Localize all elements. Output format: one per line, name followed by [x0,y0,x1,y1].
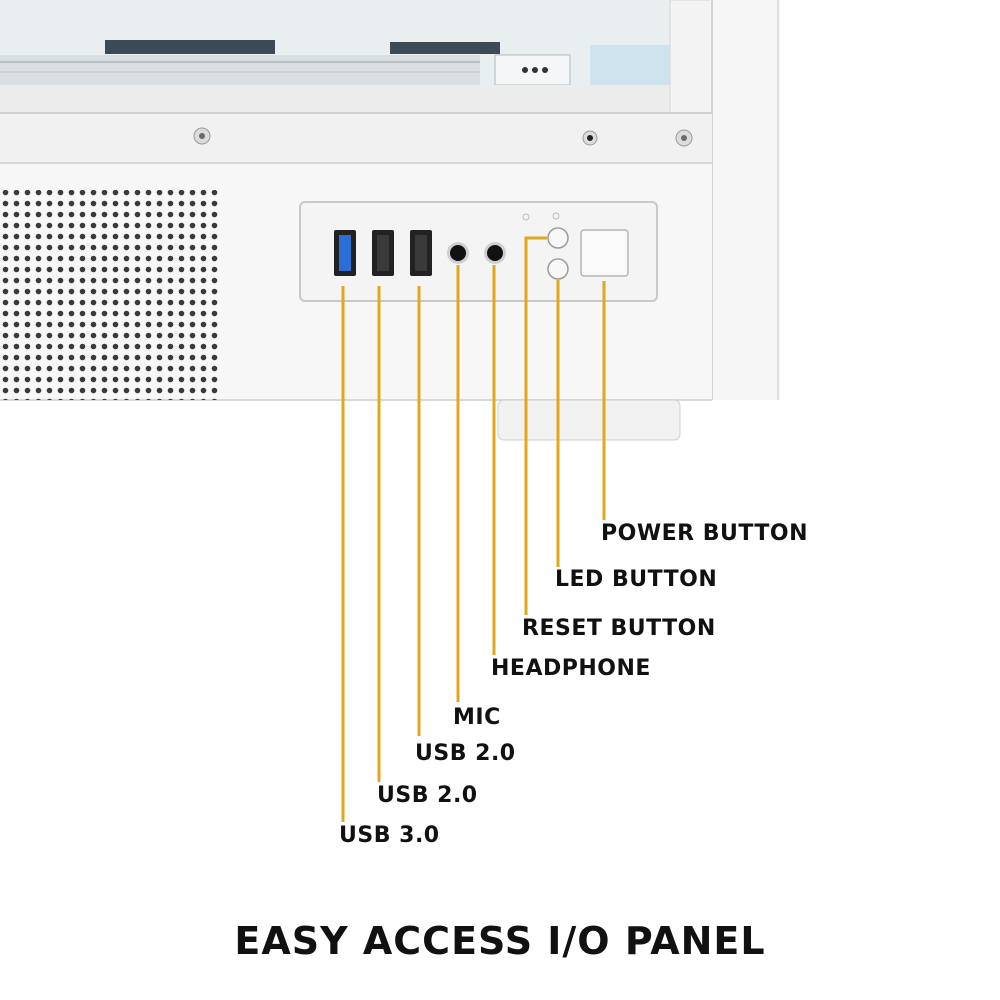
power-button-hardware [580,229,629,277]
ventilation-mesh [0,190,222,400]
led-button-hardware [547,258,569,280]
callout-label-usb2-a: USB 2.0 [377,783,478,808]
page-title: EASY ACCESS I/O PANEL [234,919,766,963]
usb3-port [334,230,356,276]
io-panel [299,201,658,302]
callout-label-mic: MIC [453,705,501,730]
usb2-port [410,230,432,276]
callout-label-headphone: HEADPHONE [491,656,651,681]
callout-label-led: LED BUTTON [555,567,718,592]
callout-lines [341,236,606,822]
callout-line-reset [524,236,547,615]
screw-icon [582,130,598,146]
callout-label-reset: RESET BUTTON [522,616,716,641]
case-upper-interior [0,0,710,115]
callout-label-power: POWER BUTTON [601,521,808,546]
headphone-jack [484,242,506,264]
mic-jack [447,242,469,264]
top-rail [0,112,712,164]
callout-label-usb3: USB 3.0 [339,823,440,848]
usb2-port [372,230,394,276]
reset-button-hardware [547,227,569,249]
screw-icon [675,129,693,147]
screw-icon [193,127,211,145]
case-foot [497,399,681,441]
callout-label-usb2-b: USB 2.0 [415,741,516,766]
